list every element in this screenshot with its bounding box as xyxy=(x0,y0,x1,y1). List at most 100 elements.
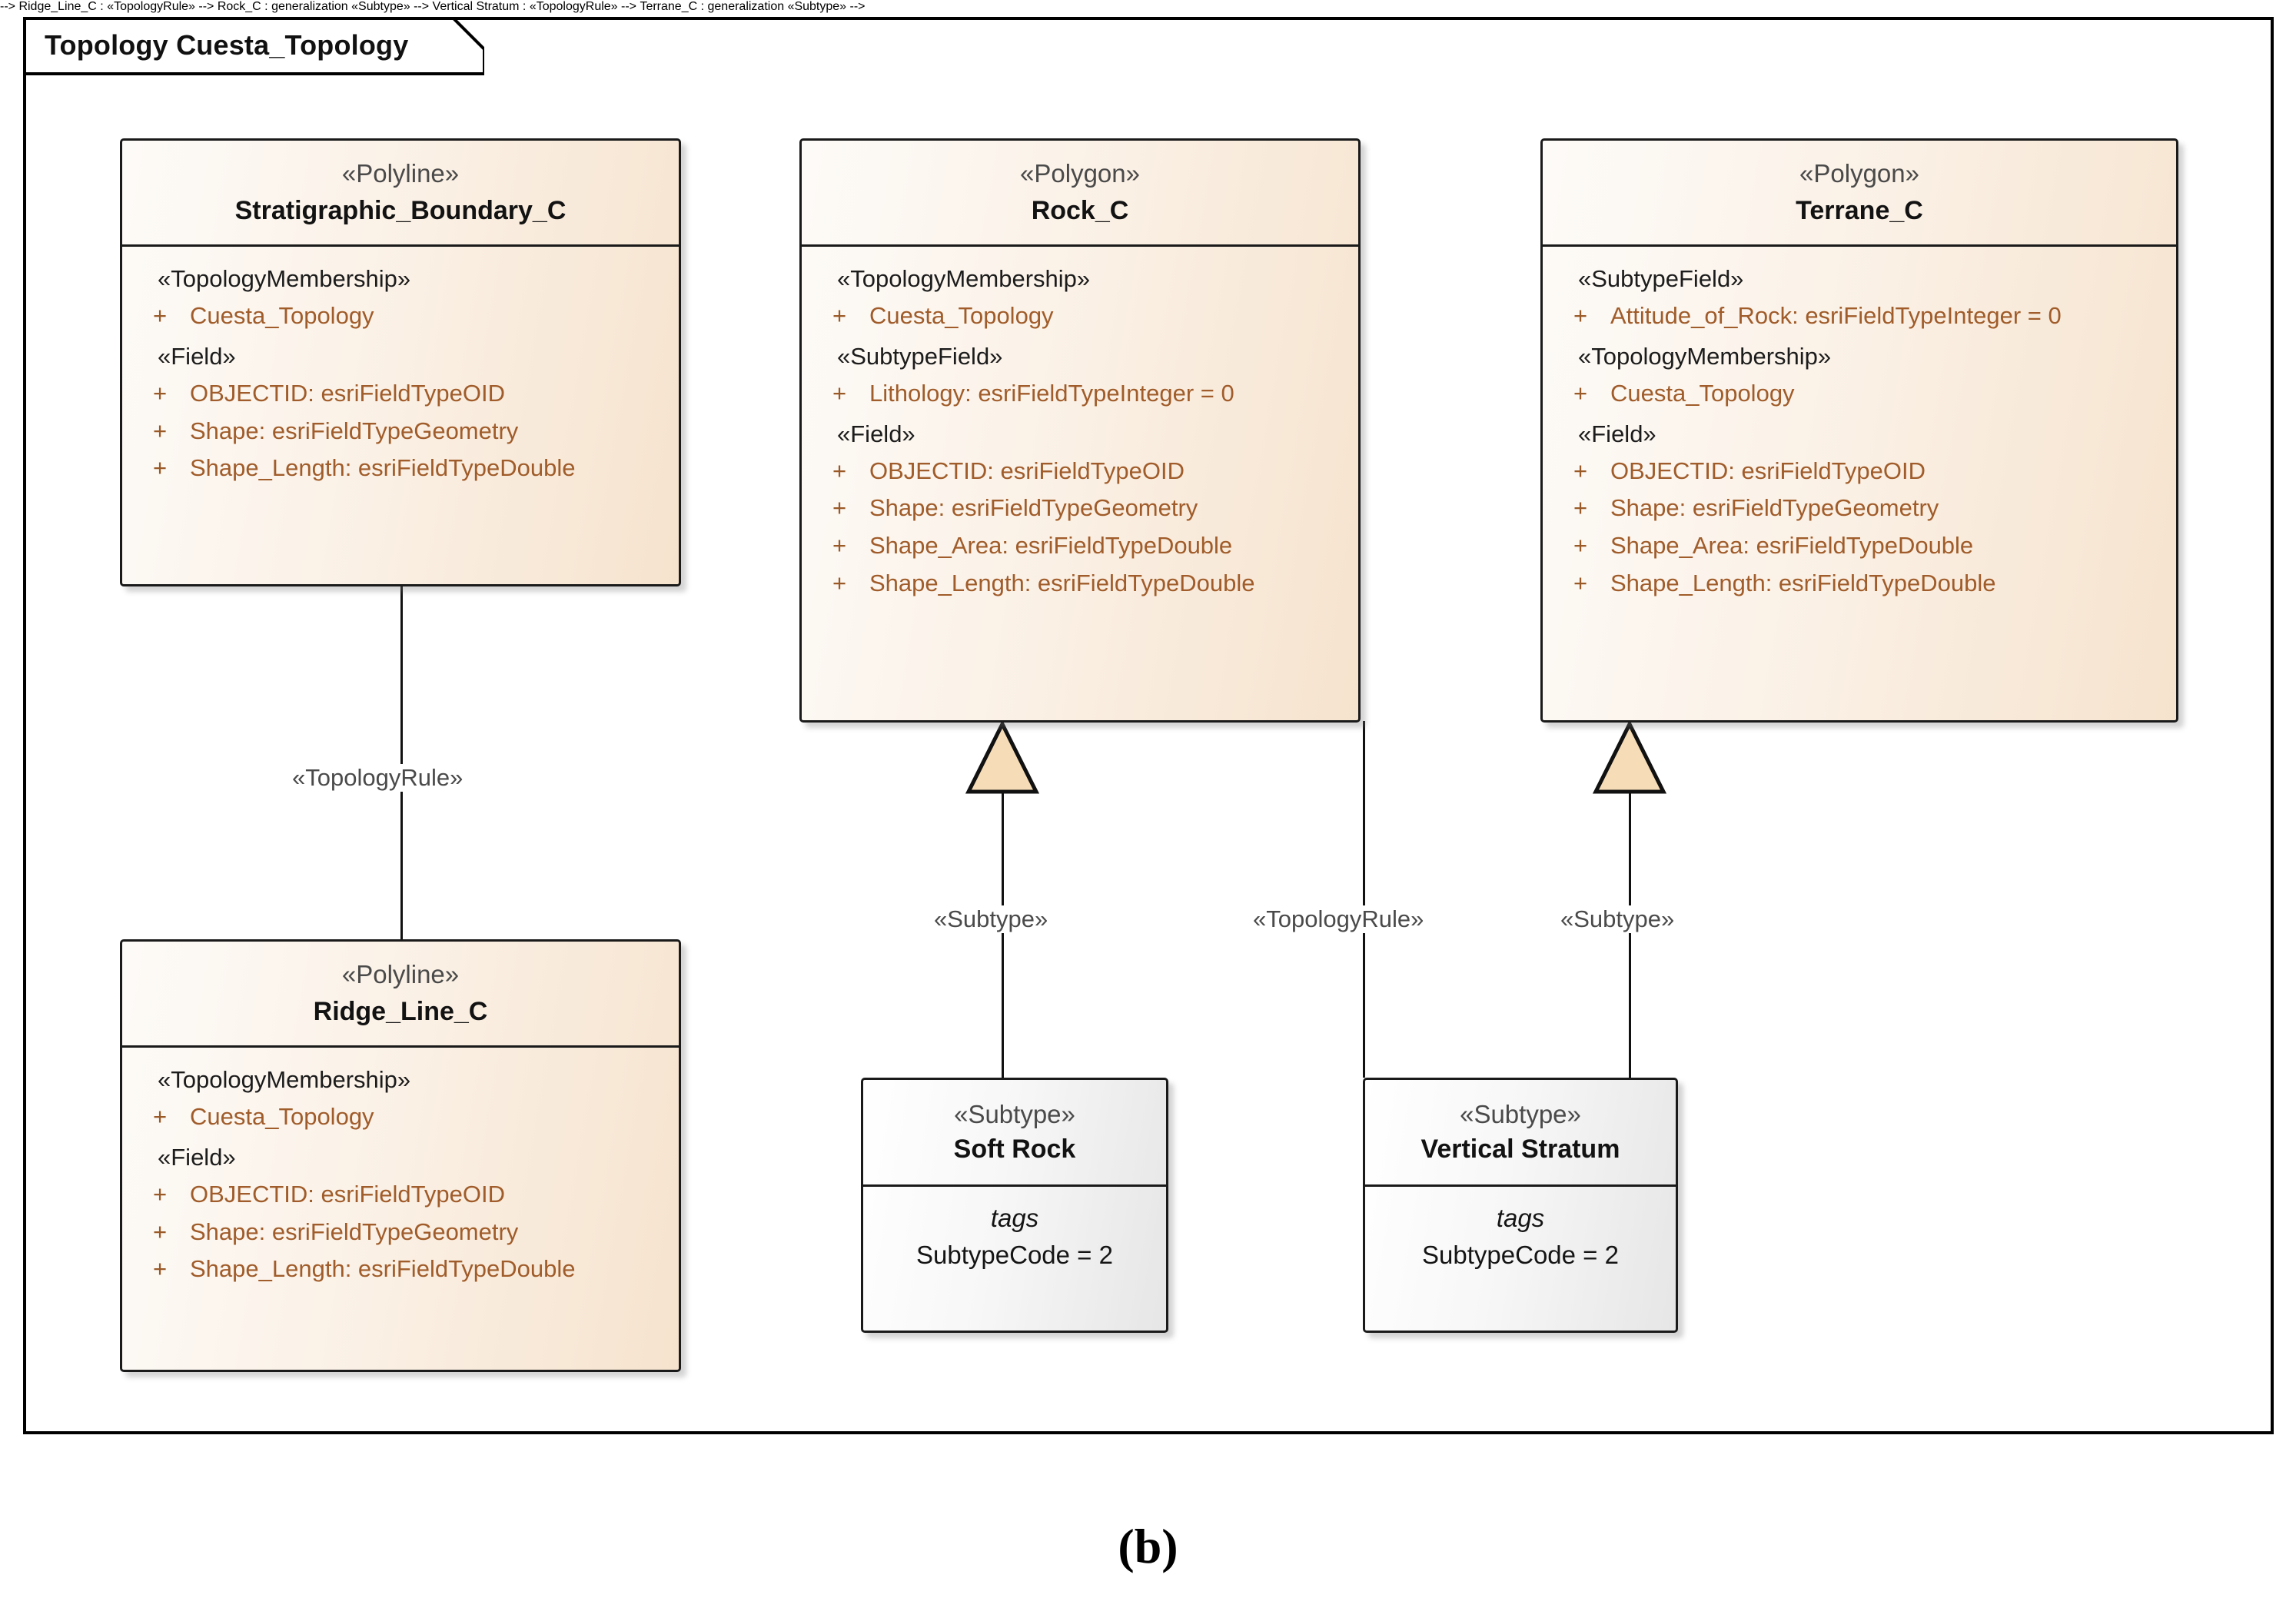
attribute-text: Shape_Area: esriFieldTypeDouble xyxy=(869,531,1233,559)
attribute-visibility: + xyxy=(832,380,847,407)
generalization-arrow-vertical-to-terrane xyxy=(1595,724,1666,792)
class-stereotype: «Polyline» xyxy=(341,159,460,188)
attribute-row: + Shape: esriFieldTypeGeometry xyxy=(122,1214,679,1251)
class-box-rock-c[interactable]: «Polygon» Rock_C «TopologyMembership» + … xyxy=(799,138,1361,723)
subtype-name: Vertical Stratum xyxy=(1420,1135,1620,1164)
edge-label-strat-to-ridge: «TopologyRule» xyxy=(284,764,471,792)
attribute-row: + OBJECTID: esriFieldTypeOID xyxy=(1543,453,2176,490)
class-body: «TopologyMembership» + Cuesta_Topology «… xyxy=(122,247,679,507)
attribute-row: + Cuesta_Topology xyxy=(122,297,679,335)
attribute-text: Shape_Length: esriFieldTypeDouble xyxy=(190,1255,576,1283)
attribute-group-label: «TopologyMembership» xyxy=(158,265,411,293)
attribute-visibility: + xyxy=(832,569,847,596)
attribute-visibility: + xyxy=(832,302,847,330)
attribute-visibility: + xyxy=(153,1103,168,1131)
attribute-text: Shape_Length: esriFieldTypeDouble xyxy=(1610,569,1996,596)
tag-value: SubtypeCode = 2 xyxy=(916,1241,1113,1270)
subtype-header: «Subtype» Vertical Stratum xyxy=(1365,1080,1676,1188)
class-box-stratigraphic-boundary-c[interactable]: «Polyline» Stratigraphic_Boundary_C «Top… xyxy=(120,138,681,586)
attribute-row: + Cuesta_Topology xyxy=(122,1098,679,1136)
subtype-stereotype: «Subtype» xyxy=(1460,1100,1581,1128)
edge-label-rock-to-vertical: «TopologyRule» xyxy=(1245,905,1432,933)
attribute-group-label: «SubtypeField» xyxy=(1578,265,1744,293)
edge-softrock-to-rock-line xyxy=(1002,792,1004,1078)
subtype-body: tags SubtypeCode = 2 xyxy=(1365,1187,1676,1288)
attribute-text: Shape_Length: esriFieldTypeDouble xyxy=(869,569,1255,596)
attribute-text: Shape: esriFieldTypeGeometry xyxy=(190,417,519,444)
figure-caption: (b) xyxy=(1118,1519,1178,1573)
edge-vertical-to-terrane-line xyxy=(1629,792,1631,1078)
class-box-terrane-c[interactable]: «Polygon» Terrane_C «SubtypeField» + Att… xyxy=(1540,138,2178,723)
attribute-visibility: + xyxy=(1573,302,1588,330)
class-name: Rock_C xyxy=(1031,196,1129,226)
subtype-name: Soft Rock xyxy=(953,1135,1076,1164)
attribute-text: OBJECTID: esriFieldTypeOID xyxy=(1610,457,1926,484)
attribute-text: Attitude_of_Rock: esriFieldTypeInteger =… xyxy=(1610,302,2062,330)
class-body: «TopologyMembership» + Cuesta_Topology «… xyxy=(802,247,1358,622)
attribute-text: Shape: esriFieldTypeGeometry xyxy=(190,1218,519,1245)
attribute-visibility: + xyxy=(1573,531,1588,559)
subtype-stereotype: «Subtype» xyxy=(954,1100,1075,1128)
attribute-visibility: + xyxy=(1573,569,1588,596)
attribute-row: + Shape_Length: esriFieldTypeDouble xyxy=(802,565,1358,603)
attribute-row: + Shape: esriFieldTypeGeometry xyxy=(122,413,679,450)
attribute-group-label: «Field» xyxy=(837,420,915,447)
attribute-text: OBJECTID: esriFieldTypeOID xyxy=(190,1181,505,1208)
package-tab: Topology Cuesta_Topology xyxy=(23,17,484,75)
edge-label-vertical-to-terrane: «Subtype» xyxy=(1553,905,1683,933)
subtype-body: tags SubtypeCode = 2 xyxy=(863,1187,1166,1288)
attribute-visibility: + xyxy=(1573,494,1588,522)
class-header: «Polygon» Terrane_C xyxy=(1543,141,2176,248)
attribute-row: + Shape: esriFieldTypeGeometry xyxy=(802,490,1358,527)
attribute-text: Cuesta_Topology xyxy=(1610,380,1795,407)
attribute-text: OBJECTID: esriFieldTypeOID xyxy=(869,457,1185,484)
package-tab-shape xyxy=(23,17,484,75)
attribute-row: + Cuesta_Topology xyxy=(802,297,1358,335)
attribute-row: + OBJECTID: esriFieldTypeOID xyxy=(802,453,1358,490)
class-header: «Polyline» Stratigraphic_Boundary_C xyxy=(122,141,679,248)
triangle-outline-icon xyxy=(1592,719,1667,794)
attribute-text: Cuesta_Topology xyxy=(190,302,374,330)
subtype-box-soft-rock[interactable]: «Subtype» Soft Rock tags SubtypeCode = 2 xyxy=(861,1078,1168,1333)
class-name: Ridge_Line_C xyxy=(313,997,488,1027)
class-body: «SubtypeField» + Attitude_of_Rock: esriF… xyxy=(1543,247,2176,622)
tags-label: tags xyxy=(1496,1204,1545,1233)
attribute-visibility: + xyxy=(1573,380,1588,407)
subtype-box-vertical-stratum[interactable]: «Subtype» Vertical Stratum tags SubtypeC… xyxy=(1363,1078,1678,1333)
attribute-visibility: + xyxy=(153,417,168,444)
attribute-text: OBJECTID: esriFieldTypeOID xyxy=(190,380,505,407)
attribute-row: + Shape: esriFieldTypeGeometry xyxy=(1543,490,2176,527)
edge-rock-to-vertical-line xyxy=(1363,721,1365,1078)
attribute-visibility: + xyxy=(153,454,168,482)
class-name: Terrane_C xyxy=(1796,196,1923,226)
class-box-ridge-line-c[interactable]: «Polyline» Ridge_Line_C «TopologyMembers… xyxy=(120,939,681,1372)
attribute-row: + OBJECTID: esriFieldTypeOID xyxy=(122,1176,679,1214)
generalization-arrow-softrock-to-rock xyxy=(968,724,1038,792)
attribute-group-label: «Field» xyxy=(158,343,236,370)
class-header: «Polygon» Rock_C xyxy=(802,141,1358,248)
attribute-group-label: «TopologyMembership» xyxy=(1578,343,1832,370)
attribute-group-label: «SubtypeField» xyxy=(837,343,1003,370)
attribute-group-label: «Field» xyxy=(158,1144,236,1171)
attribute-group-label: «TopologyMembership» xyxy=(158,1066,411,1094)
attribute-text: Lithology: esriFieldTypeInteger = 0 xyxy=(869,380,1234,407)
attribute-row: + Shape_Length: esriFieldTypeDouble xyxy=(122,1251,679,1288)
class-body: «TopologyMembership» + Cuesta_Topology «… xyxy=(122,1048,679,1308)
edge-strat-to-ridge-line xyxy=(400,586,403,939)
attribute-visibility: + xyxy=(153,1181,168,1208)
edge-label-softrock-to-rock: «Subtype» xyxy=(926,905,1056,933)
class-name: Stratigraphic_Boundary_C xyxy=(234,196,567,226)
attribute-text: Shape_Length: esriFieldTypeDouble xyxy=(190,454,576,482)
package-tab-label: Topology Cuesta_Topology xyxy=(45,29,409,61)
attribute-row: + Shape_Length: esriFieldTypeDouble xyxy=(1543,565,2176,603)
attribute-row: + OBJECTID: esriFieldTypeOID xyxy=(122,375,679,413)
attribute-visibility: + xyxy=(832,494,847,522)
attribute-row: + Shape_Area: esriFieldTypeDouble xyxy=(802,527,1358,565)
triangle-outline-icon xyxy=(965,719,1040,794)
attribute-group-label: «Field» xyxy=(1578,420,1656,447)
attribute-row: + Shape_Length: esriFieldTypeDouble xyxy=(122,450,679,487)
tags-label: tags xyxy=(990,1204,1039,1233)
class-header: «Polyline» Ridge_Line_C xyxy=(122,942,679,1048)
attribute-visibility: + xyxy=(153,1255,168,1283)
attribute-visibility: + xyxy=(1573,457,1588,484)
